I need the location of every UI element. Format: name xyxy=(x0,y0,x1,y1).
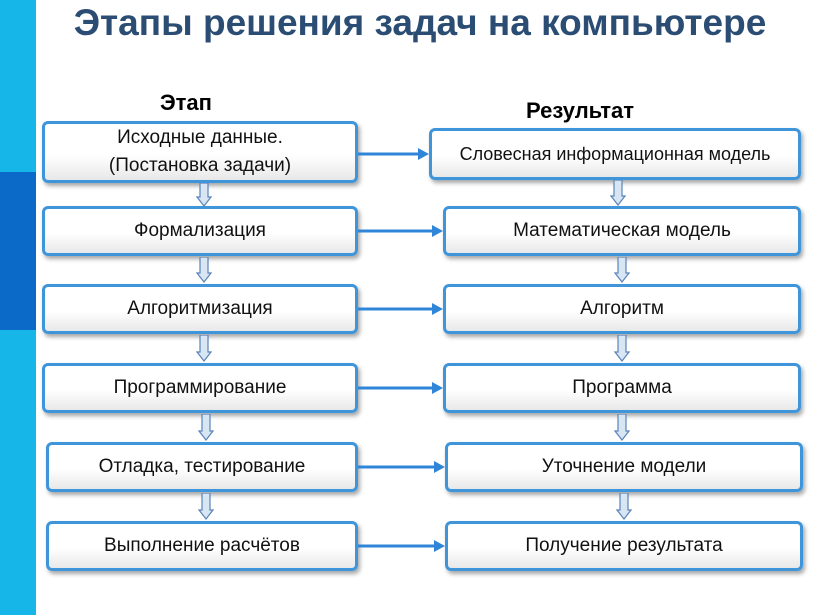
result-label: Математическая модель xyxy=(513,220,731,241)
arrow-down-icon xyxy=(196,335,212,362)
result-label: Программа xyxy=(572,377,672,398)
result-box-program: Программа xyxy=(443,363,801,413)
result-label: Получение результата xyxy=(525,535,723,556)
arrow-right-icon xyxy=(358,382,443,394)
result-box-math-model: Математическая модель xyxy=(443,206,801,256)
stage-column-header: Этап xyxy=(160,90,212,115)
result-box-getting-result: Получение результата xyxy=(445,521,803,571)
result-label: Словесная информационная модель xyxy=(459,144,771,164)
stage-label: Алгоритмизация xyxy=(127,298,273,319)
arrow-down-icon xyxy=(610,180,626,206)
arrow-down-icon xyxy=(198,493,214,520)
arrow-down-icon xyxy=(196,183,212,207)
arrow-right-icon xyxy=(358,225,443,237)
result-label: Алгоритм xyxy=(580,298,664,319)
stage-box-formalization: Формализация xyxy=(42,206,358,256)
arrow-down-icon xyxy=(614,414,630,441)
stage-box-computation: Выполнение расчётов xyxy=(46,521,358,571)
page-title: Этапы решения задач на компьютере xyxy=(73,2,767,43)
stage-label: Отладка, тестирование xyxy=(98,456,306,477)
stage-label: Исходные данные. xyxy=(117,127,283,148)
stage-box-debugging: Отладка, тестирование xyxy=(46,442,358,492)
result-box-model-refinement: Уточнение модели xyxy=(445,442,803,492)
arrow-down-icon xyxy=(614,257,630,283)
stage-label: Выполнение расчётов xyxy=(104,535,300,556)
arrow-down-icon xyxy=(614,335,630,362)
arrow-down-icon xyxy=(616,493,632,520)
arrow-right-icon xyxy=(358,461,445,473)
result-box-algorithm: Алгоритм xyxy=(443,284,801,334)
arrow-right-icon xyxy=(358,303,443,315)
result-column-header: Результат xyxy=(526,98,635,123)
stage-label-secondary: (Постановка задачи) xyxy=(108,155,292,176)
result-box-verbal-model: Словесная информационная модель xyxy=(429,128,801,180)
arrow-down-icon xyxy=(196,257,212,283)
left-stripe-accent xyxy=(0,172,36,330)
arrow-right-icon xyxy=(358,148,429,160)
stage-box-algorithmization: Алгоритмизация xyxy=(42,284,358,334)
arrow-down-icon xyxy=(198,414,214,441)
stage-label: Формализация xyxy=(134,220,266,241)
stage-box-programming: Программирование xyxy=(42,363,358,413)
stage-box-problem-statement: Исходные данные. (Постановка задачи) xyxy=(42,121,358,183)
stage-label: Программирование xyxy=(113,377,287,398)
arrow-right-icon xyxy=(358,540,445,552)
result-label: Уточнение модели xyxy=(541,456,707,477)
